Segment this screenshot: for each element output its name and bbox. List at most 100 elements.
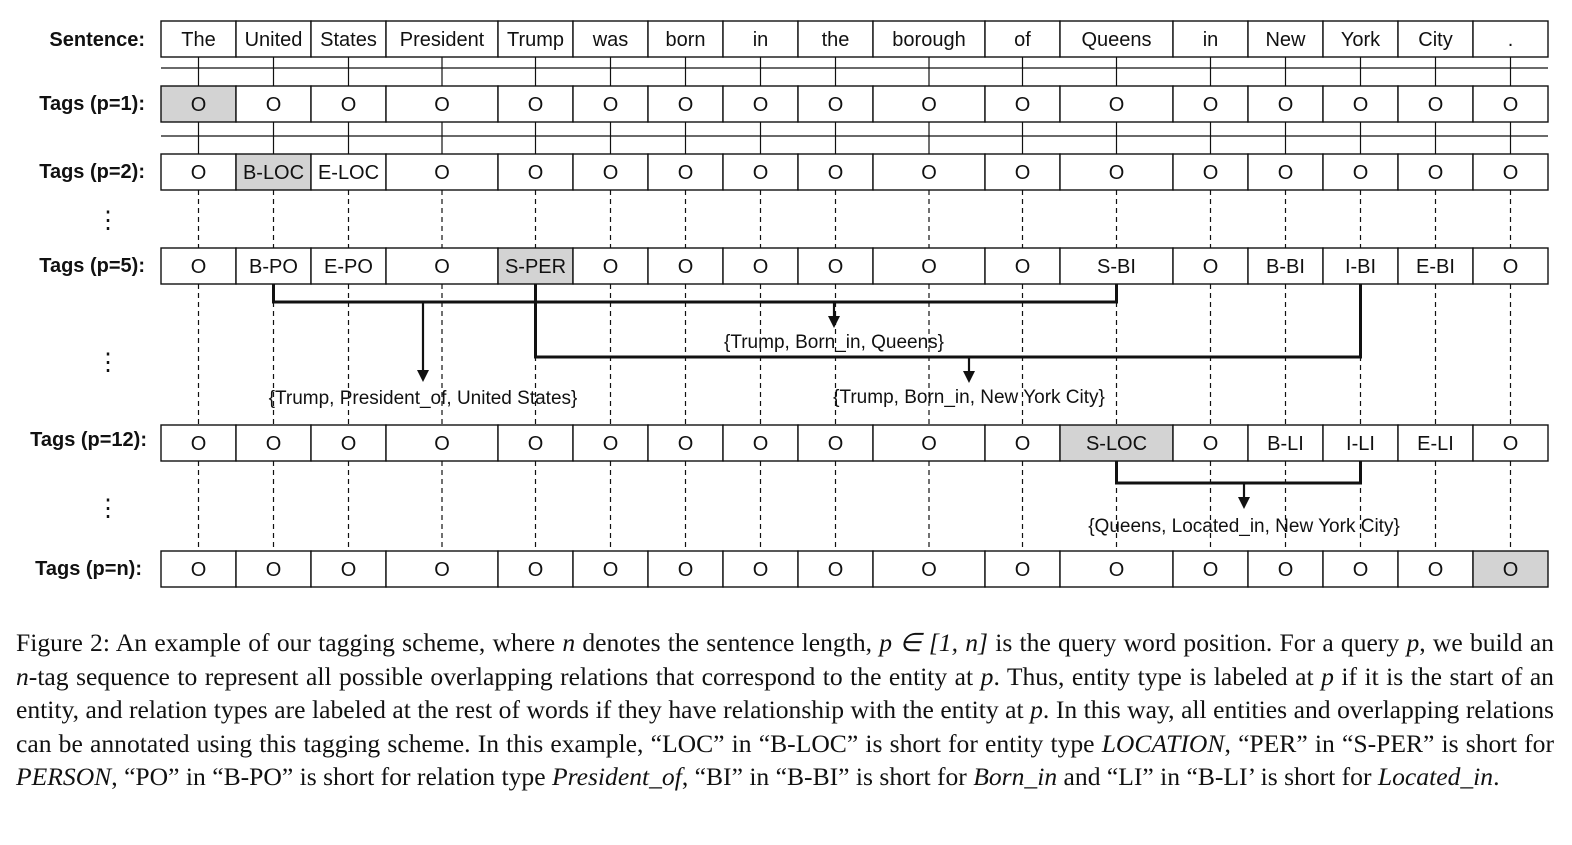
p12-cell: [722, 424, 799, 462]
caption-text: is the query word position. For a query: [988, 628, 1407, 657]
p5-tag-label: O: [434, 256, 450, 278]
sentence-cell: [310, 20, 387, 58]
caption-text: , we build an: [1419, 628, 1554, 657]
bracket-trump-queens: [534, 284, 1118, 304]
sentence-tag-label: Trump: [507, 29, 564, 51]
p5-cell: [1247, 247, 1324, 285]
p2-tag-label: O: [603, 162, 619, 184]
arrow-trump-us-head: [417, 370, 429, 382]
p2-tag-label: O: [1353, 162, 1369, 184]
p12-cell: [1172, 424, 1249, 462]
p1-cell: [1472, 85, 1549, 123]
p1-tag-label: O: [1109, 94, 1125, 116]
p1-tag-label: O: [753, 94, 769, 116]
sentence-cell: [497, 20, 574, 58]
sentence-cell: [572, 20, 649, 58]
caption-math-p-range: p ∈ [1, n]: [879, 628, 988, 657]
caption-text: denotes the sentence length,: [575, 628, 880, 657]
p12-cell: [572, 424, 649, 462]
sentence-cell: [797, 20, 874, 58]
p5-cell: [572, 247, 649, 285]
caption-text: , “PER” in “S-PER” is short for: [1224, 728, 1555, 758]
pn-tag-label: O: [678, 559, 694, 581]
p5-cell: [160, 247, 237, 285]
sentence-cell: [722, 20, 799, 58]
row-label-p12: Tags (p=12):: [30, 429, 147, 451]
pn-tag-label: O: [528, 559, 544, 581]
p2-tag-label: O: [1278, 162, 1294, 184]
p5-tag-label: O: [1503, 256, 1519, 278]
p12-tag-label: O: [1203, 433, 1219, 455]
p1-tag-label: O: [1353, 94, 1369, 116]
pn-cell: [872, 550, 986, 588]
relation-arrows: [272, 284, 1362, 509]
pn-tag-label: O: [1015, 559, 1031, 581]
p12-cell: [647, 424, 724, 462]
caption-math-p: p: [980, 661, 994, 691]
p12-cell: [1059, 424, 1174, 462]
p5-tag-label: B-PO: [249, 256, 298, 278]
sentence-tag-label: States: [320, 29, 377, 51]
p2-tag-label: B-LOC: [243, 162, 304, 184]
pn-cell: [984, 550, 1061, 588]
caption-term-president-of: President_of: [551, 762, 682, 792]
p2-cell: [385, 153, 499, 191]
p5-cell: [1172, 247, 1249, 285]
row-label-p2: Tags (p=2):: [39, 161, 145, 183]
row-label-p1: Tags (p=1):: [39, 93, 145, 115]
p12-tag-label: O: [191, 433, 207, 455]
pn-cell: [1472, 550, 1549, 588]
p12-tag-label: I-LI: [1346, 433, 1375, 455]
row-label-pn: Tags (p=n):: [35, 558, 142, 580]
p5-tag-label: E-BI: [1416, 256, 1455, 278]
p2-tag-label: O: [1428, 162, 1444, 184]
pn-tag-label: O: [753, 559, 769, 581]
p1-cell: [1322, 85, 1399, 123]
pn-tag-label: O: [1353, 559, 1369, 581]
pn-tag-label: O: [1503, 559, 1519, 581]
p5-cell: [984, 247, 1061, 285]
p5-tag-label: O: [753, 256, 769, 278]
p12-tag-label: O: [341, 433, 357, 455]
p12-tag-label: O: [528, 433, 544, 455]
caption-text: -tag sequence to represent all possible …: [28, 661, 981, 691]
p5-tag-label: O: [191, 256, 207, 278]
p1-cell: [872, 85, 986, 123]
sentence-tag-label: in: [1203, 29, 1219, 51]
p1-tag-label: O: [1015, 94, 1031, 116]
pn-cell: [497, 550, 574, 588]
bracket-trump-nyc: [534, 284, 1362, 359]
p1-tag-label: O: [1203, 94, 1219, 116]
p2-cell: [984, 153, 1061, 191]
pn-cell: [235, 550, 312, 588]
caption-term-born-in: Born_in: [973, 762, 1058, 792]
figure-caption: Figure 2: An example of our tagging sche…: [16, 626, 1554, 794]
pn-tag-label: O: [828, 559, 844, 581]
arrow-trump-queens-head: [828, 316, 840, 328]
p12-tag-label: O: [921, 433, 937, 455]
p12-cell: [310, 424, 387, 462]
p2-cell: [797, 153, 874, 191]
sentence-tag-label: of: [1014, 29, 1031, 51]
p1-tag-label: O: [528, 94, 544, 116]
pn-cell: [160, 550, 237, 588]
ellipsis-3: ⋮: [96, 495, 120, 522]
sentence-tag-label: in: [753, 29, 769, 51]
pn-tag-label: O: [1109, 559, 1125, 581]
p2-tag-label: O: [434, 162, 450, 184]
bracket-trump-us: [272, 284, 536, 304]
p12-cell: [984, 424, 1061, 462]
caption-text: .: [1493, 762, 1500, 792]
sentence-cell: [1322, 20, 1399, 58]
p5-tag-label: O: [1203, 256, 1219, 278]
p1-cell: [310, 85, 387, 123]
pn-tag-label: O: [1203, 559, 1219, 581]
p12-tag-label: O: [1503, 433, 1519, 455]
p12-tag-label: O: [753, 433, 769, 455]
p2-tag-label: O: [191, 162, 207, 184]
p2-cell: [235, 153, 312, 191]
pn-tag-label: O: [921, 559, 937, 581]
p12-cell: [1397, 424, 1474, 462]
p1-cell: [572, 85, 649, 123]
p2-cell: [310, 153, 387, 191]
